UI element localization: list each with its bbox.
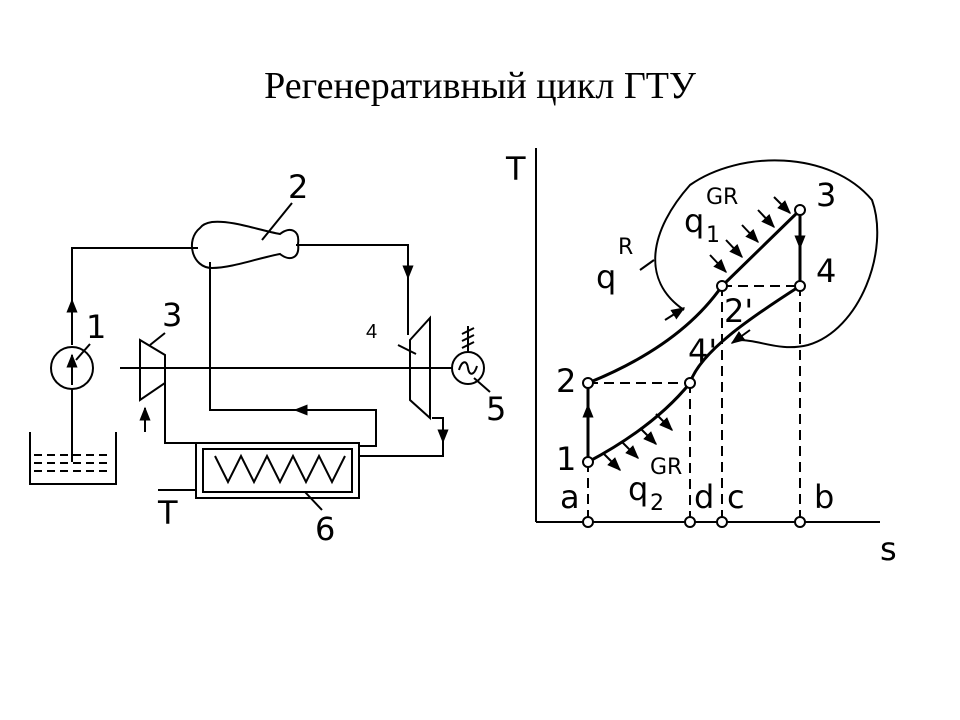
state-point-2p — [716, 280, 728, 292]
s-point-c — [716, 516, 728, 528]
heat-out-arrows — [603, 413, 673, 471]
label-compressor: 3 — [162, 296, 182, 334]
exhaust-line — [360, 417, 444, 457]
label-point-2: 2 — [556, 362, 576, 400]
chamber-leader — [261, 202, 293, 241]
state-point-3 — [794, 204, 806, 216]
s-axis-label: s — [880, 530, 897, 568]
fuel-level-icon — [34, 454, 112, 472]
s-point-d — [684, 516, 696, 528]
label-point-3: 3 — [816, 176, 836, 214]
state-point-4 — [794, 280, 806, 292]
chamber-to-turbine-line — [296, 244, 409, 335]
label-point-4p: 4' — [688, 332, 717, 370]
ac-symbol-icon — [458, 361, 478, 375]
s-point-b — [794, 516, 806, 528]
compressor-to-regen-line — [164, 383, 200, 444]
label-q2: q — [628, 470, 648, 508]
label-qr: q — [596, 258, 616, 296]
label-q2-sup: GR — [650, 455, 682, 480]
regeneration-loop — [654, 159, 879, 349]
label-temperature: T — [157, 494, 178, 532]
label-q1: q — [684, 202, 704, 240]
s-point-a — [582, 516, 594, 528]
state-point-4p — [684, 377, 696, 389]
cooling-arrow — [730, 329, 751, 344]
ground-icon — [461, 327, 475, 349]
label-q1-sup: GR — [706, 185, 738, 210]
label-turbine: 4 — [366, 321, 377, 343]
combustion-chamber-icon — [191, 220, 300, 270]
heating-arrow — [664, 307, 686, 321]
state-point-2 — [582, 377, 594, 389]
regenerator-leader — [304, 491, 323, 511]
t-axis-label: T — [505, 150, 526, 188]
generator-leader — [473, 377, 491, 393]
fuel-tank-icon — [29, 432, 117, 485]
qr-leader — [639, 259, 655, 271]
coil-icon — [214, 453, 346, 485]
gtu-scheme: 2 1 3 4 — [29, 168, 506, 548]
label-s-c: c — [727, 478, 745, 516]
regenerator-inner — [202, 448, 353, 493]
regen-return-line — [209, 262, 377, 447]
label-qr-sup: R — [618, 235, 633, 260]
label-generator: 5 — [486, 390, 506, 428]
slide-title: Регенеративный цикл ГТУ — [264, 65, 696, 107]
label-q2-sub: 2 — [650, 491, 664, 516]
label-chamber: 2 — [288, 168, 308, 206]
turbine-leader — [397, 344, 417, 355]
pump-leader — [75, 343, 91, 361]
label-s-a: a — [560, 478, 580, 516]
state-point-1 — [582, 456, 594, 468]
label-s-d: d — [694, 478, 714, 516]
cooling-line — [587, 284, 801, 464]
label-point-2p: 2' — [724, 292, 753, 330]
label-point-4: 4 — [816, 252, 836, 290]
compressor-leader — [149, 332, 166, 346]
ts-diagram: T s — [505, 148, 897, 568]
label-s-b: b — [814, 478, 834, 516]
label-point-1: 1 — [556, 440, 576, 478]
turbine-icon — [409, 315, 431, 421]
regenerator-icon — [195, 442, 360, 499]
compressor-icon — [139, 338, 166, 402]
heating-line — [587, 208, 802, 385]
heat-in-arrows — [709, 196, 791, 274]
label-pump: 1 — [86, 308, 106, 346]
label-regenerator: 6 — [315, 510, 335, 548]
label-q1-sub: 1 — [706, 223, 720, 248]
